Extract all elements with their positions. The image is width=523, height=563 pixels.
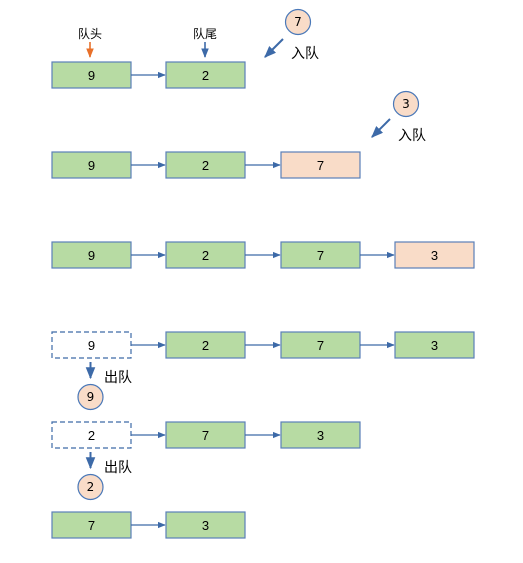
queue-node-queued (165, 511, 246, 539)
tail-label: 队尾 (193, 26, 217, 41)
dequeued-element-circle (77, 473, 104, 501)
queue-node-value: 2 (88, 428, 95, 443)
queue-node-value: 7 (202, 428, 209, 443)
enqueue-arrow (264, 38, 284, 58)
queue-node-value: 3 (317, 428, 324, 443)
dequeued-element-value: 9 (87, 390, 95, 404)
dequeue-label: 出队 (104, 370, 132, 386)
queue-node-removed (51, 331, 132, 359)
queue-node-queued (51, 61, 132, 89)
queue-node-value: 3 (431, 338, 438, 353)
queue-node-queued (280, 331, 361, 359)
queue-node-value: 7 (317, 158, 324, 173)
dequeued-element-circle (77, 383, 104, 411)
queue-node-value: 7 (317, 338, 324, 353)
queue-node-queued (165, 151, 246, 179)
queue-node-value: 2 (202, 158, 209, 173)
queue-node-queued (51, 151, 132, 179)
queue-node-value: 9 (88, 248, 95, 263)
head-label: 队头 (78, 26, 102, 41)
queue-node-value: 9 (88, 158, 95, 173)
incoming-element-value: 7 (294, 15, 302, 29)
queue-node-value: 2 (202, 68, 209, 83)
queue-node-new (394, 241, 475, 269)
queue-node-queued (280, 421, 361, 449)
queue-node-new (280, 151, 361, 179)
queue-node-queued (165, 61, 246, 89)
queue-node-queued (51, 241, 132, 269)
dequeued-element-value: 2 (87, 480, 95, 494)
incoming-element-value: 3 (402, 97, 410, 111)
queue-node-queued (51, 511, 132, 539)
queue-node-value: 3 (431, 248, 438, 263)
enqueue-arrow (371, 118, 391, 138)
queue-node-value: 2 (202, 338, 209, 353)
enqueue-label: 入队 (291, 46, 319, 62)
queue-node-value: 3 (202, 518, 209, 533)
queue-node-queued (394, 331, 475, 359)
queue-node-value: 7 (317, 248, 324, 263)
incoming-element-circle (284, 8, 312, 36)
queue-node-value: 7 (88, 518, 95, 533)
queue-node-queued (165, 421, 246, 449)
queue-node-value: 9 (88, 68, 95, 83)
queue-node-value: 2 (202, 248, 209, 263)
dequeue-label: 出队 (104, 460, 132, 476)
incoming-element-circle (392, 90, 420, 118)
enqueue-label: 入队 (398, 128, 426, 144)
queue-node-value: 9 (88, 338, 95, 353)
queue-node-removed (51, 421, 132, 449)
